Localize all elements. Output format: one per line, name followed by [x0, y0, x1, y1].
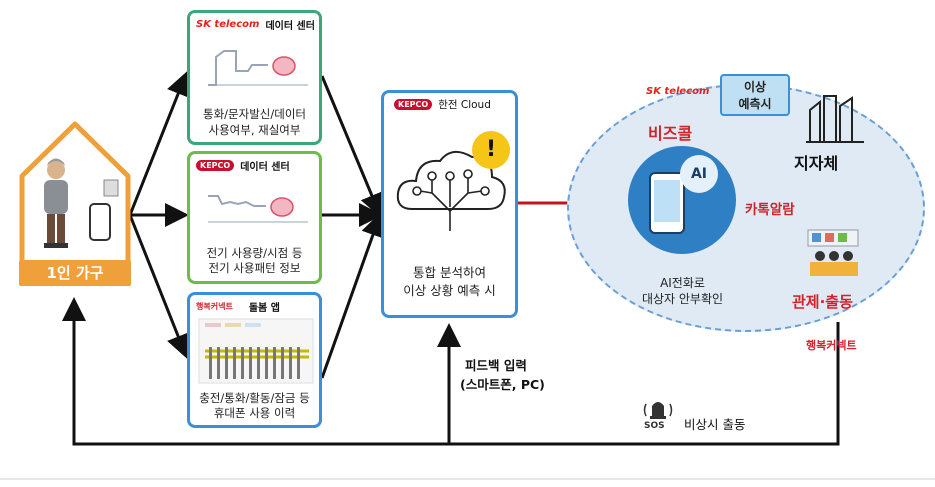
- kepco-card-text-1: 전기 사용량/시점 등: [206, 246, 303, 260]
- city-buildings-icon: [806, 95, 864, 143]
- city-label: 지자체: [794, 154, 839, 173]
- anomaly-box: 이상 예측시: [720, 74, 790, 116]
- arrow-house-to-sk: [128, 71, 190, 216]
- care-app-card: 행복커넥트 돌봄 앱 충전/통화/활동/잠금 등 휴대폰 사용 이력: [187, 292, 322, 428]
- alert-mark: !: [485, 137, 497, 162]
- ai-caption-2: 대상자 안부확인: [641, 292, 724, 306]
- sk-telecom-logo: SK telecom: [196, 18, 260, 30]
- happy-connect-footer-logo: 행복커넥트: [806, 339, 857, 352]
- control-dispatch-label: 관제·출동: [792, 293, 853, 311]
- app-card-text-1: 충전/통화/활동/잠금 등: [199, 391, 310, 405]
- cloud-kepco-logo: KEPCO: [394, 98, 433, 110]
- cloud-card-header: KEPCO 한전 Cloud: [384, 93, 515, 115]
- bizcall-label: 비즈콜: [648, 124, 693, 143]
- kepco-card-text-2: 전기 사용패턴 정보: [208, 261, 301, 275]
- app-card-text-2: 휴대폰 사용 이력: [213, 406, 296, 420]
- house-icon: [19, 121, 131, 286]
- sk-usage-graph-icon: [208, 50, 308, 86]
- arrow-app-to-cloud: [320, 212, 385, 379]
- cloud-title: 한전 Cloud: [438, 98, 491, 111]
- household: 1인 가구: [16, 118, 134, 288]
- cloud-text-1: 통합 분석하여: [413, 265, 486, 280]
- ai-caption-1: AI전화로: [660, 276, 705, 290]
- sos-badge: SOS: [644, 421, 665, 431]
- app-card-header: 행복커넥트 돌봄 앱: [190, 295, 319, 317]
- happy-connect-logo: 행복커넥트: [196, 301, 233, 311]
- sos-dispatch-label: 비상시 출동: [684, 417, 746, 432]
- sos-alarm-icon: [643, 402, 673, 419]
- kepco-data-card: KEPCO 데이터 센터 전기 사용량/시점 등 전기 사용패턴 정보: [187, 151, 322, 284]
- feedback-loop-line: [62, 297, 840, 446]
- kepco-logo: KEPCO: [196, 159, 235, 171]
- kepco-card-header: KEPCO 데이터 센터: [190, 154, 319, 176]
- household-label: 1인 가구: [46, 264, 104, 282]
- kepco-card-title: 데이터 센터: [240, 161, 290, 173]
- control-center-icon: [807, 229, 859, 276]
- feedback-label-2: (스마트폰, PC): [460, 377, 545, 392]
- cloud-network-icon: [396, 150, 506, 231]
- sk-card-text-1: 통화/문자발신/데이터: [203, 107, 306, 121]
- app-card-title: 돌봄 앱: [248, 302, 280, 314]
- cloud-text-2: 이상 상황 예측 시: [403, 283, 496, 298]
- sk-card-title: 데이터 센터: [265, 20, 315, 32]
- alert-badge: [472, 131, 510, 169]
- kepco-usage-graph-icon: [208, 195, 308, 223]
- kakao-alarm-label: 카톡알람: [745, 202, 795, 218]
- app-usage-chart-icon: [198, 318, 314, 384]
- sk-data-card: SK telecom 데이터 센터 통화/문자발신/데이터 사용여부, 재실여부: [187, 10, 322, 145]
- arrow-sk-to-cloud: [320, 75, 383, 218]
- kepco-cloud-card: KEPCO 한전 Cloud ! 통합 분석하여 이상 상황 예측 시: [381, 90, 518, 318]
- anomaly-box-line-2: 예측시: [738, 97, 772, 111]
- ai-badge-text: AI: [690, 166, 708, 182]
- sk-card-header: SK telecom 데이터 센터: [190, 13, 319, 35]
- arrow-house-to-app: [128, 214, 190, 359]
- feedback-label-1: 피드백 입력: [465, 358, 527, 373]
- zone-sk-logo: SK telecom: [646, 86, 710, 97]
- anomaly-box-line-1: 이상: [743, 80, 767, 94]
- smartphone-icon: [649, 172, 685, 234]
- ai-speech-bubble: [680, 155, 718, 193]
- sk-card-text-2: 사용여부, 재실여부: [208, 123, 301, 137]
